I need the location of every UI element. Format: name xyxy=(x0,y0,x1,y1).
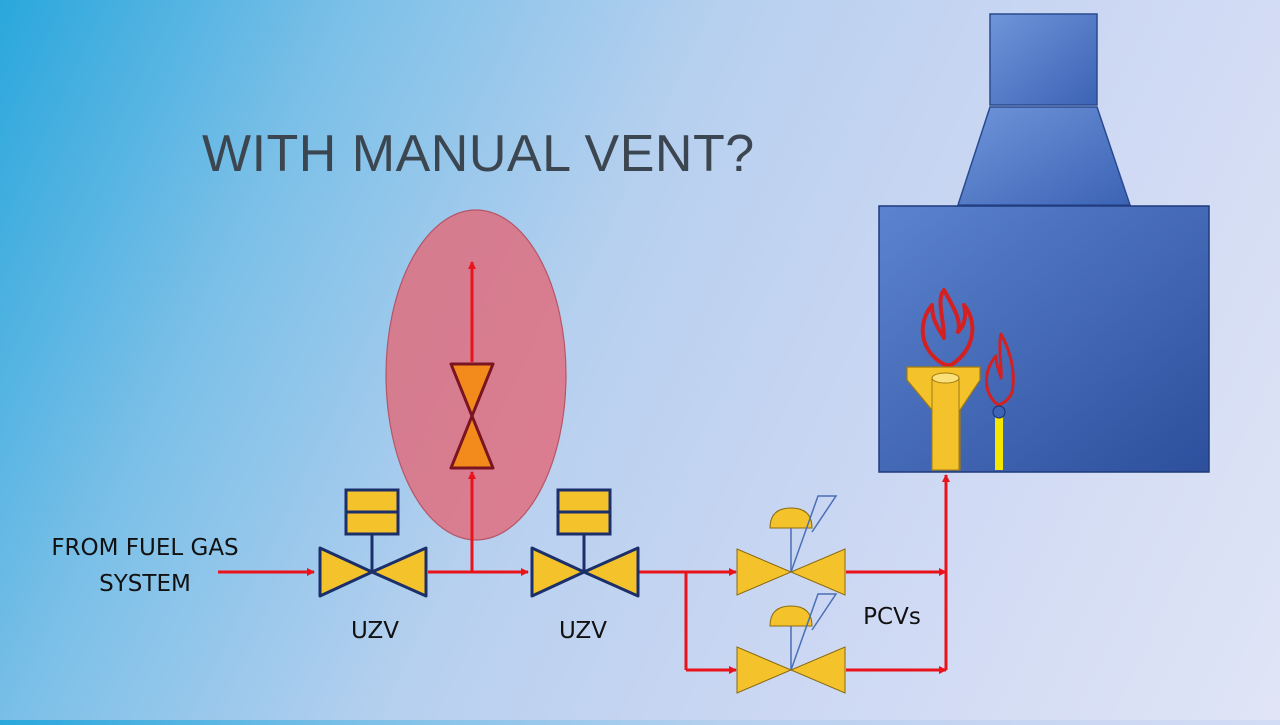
pipework xyxy=(218,261,950,674)
slide-title: WITH MANUAL VENT? xyxy=(202,125,755,183)
main-flame-icon xyxy=(920,288,975,367)
pcv-valve-lower xyxy=(736,593,846,694)
uzv-1-label: UZV xyxy=(351,618,399,644)
pilot-tip xyxy=(992,405,1006,419)
uzv-2-label: UZV xyxy=(559,618,607,644)
pcvs-label: PCVs xyxy=(863,604,921,630)
source-label-line2: SYSTEM xyxy=(99,571,191,597)
pilot-flame-icon xyxy=(985,332,1015,407)
pcv-valve-upper xyxy=(736,495,846,596)
burner-pipe-top xyxy=(931,372,960,384)
source-label: FROM FUEL GAS SYSTEM xyxy=(30,530,260,602)
uzv-valve-1 xyxy=(318,488,428,598)
furnace-stack xyxy=(989,13,1098,106)
source-label-line1: FROM FUEL GAS xyxy=(51,535,239,561)
pilot-rod xyxy=(995,416,1003,470)
manual-vent-valve xyxy=(449,362,495,470)
furnace-firebox xyxy=(878,205,1210,473)
uzv-valve-2 xyxy=(530,488,640,598)
burner xyxy=(906,288,1015,471)
furnace-hood xyxy=(956,106,1132,206)
burner-pipe xyxy=(931,377,960,471)
